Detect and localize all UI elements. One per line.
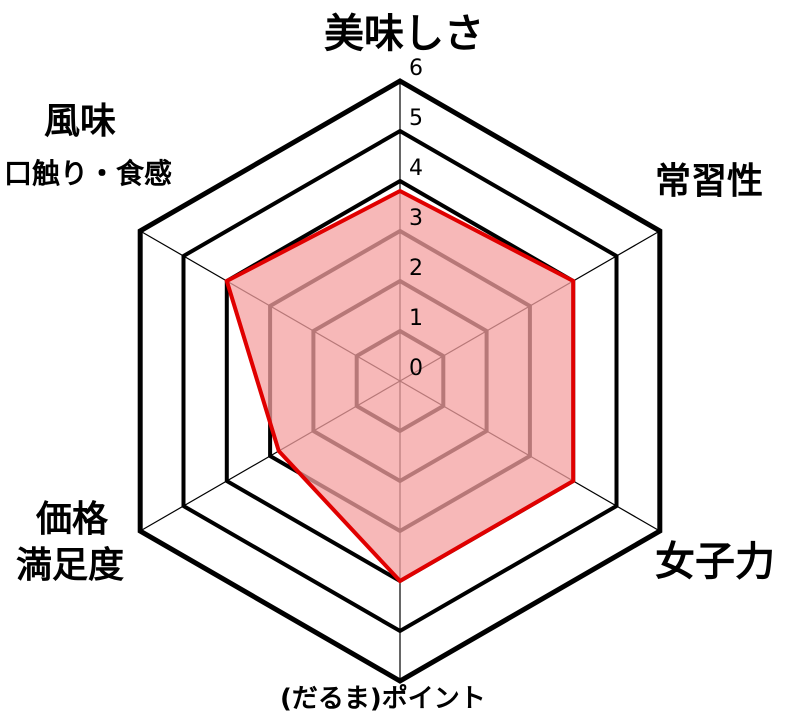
tick-label-1: 1	[409, 306, 423, 331]
tick-label-4: 4	[409, 156, 423, 181]
axis-label-daruma-point: (だるま)ポイント	[280, 684, 486, 714]
axis-label-manzokudo: 満足度	[16, 545, 125, 586]
radar-series	[224, 188, 576, 584]
axis-label-kakaku: 価格	[36, 499, 109, 540]
tick-label-0: 0	[409, 356, 423, 381]
radar-tick-labels: 0 1 2 3 4 5 6	[409, 56, 423, 381]
axis-label-joushuusei: 常習性	[655, 161, 764, 202]
tick-label-3: 3	[409, 206, 423, 231]
tick-label-2: 2	[409, 256, 423, 281]
axis-label-oishisa: 美味しさ	[324, 11, 484, 57]
axis-label-kuchizawari: 口触り・食感	[4, 157, 173, 190]
axis-label-fuumi: 風味	[44, 101, 117, 142]
axis-label-joshiryoku: 女子力	[655, 539, 775, 585]
tick-label-5: 5	[409, 106, 423, 131]
tick-label-6: 6	[409, 56, 423, 81]
